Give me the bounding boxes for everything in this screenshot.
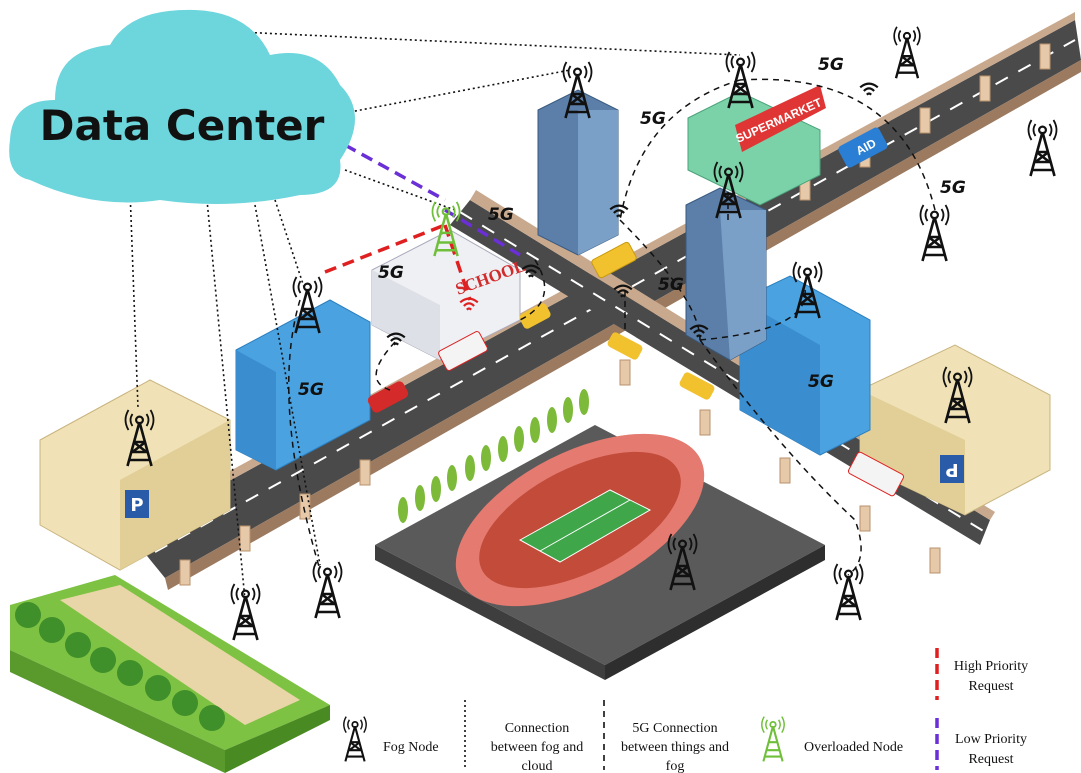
aid-van: AID [838,127,888,168]
ambulance-2 [847,451,905,497]
legend-fog-node-icon [342,715,368,763]
skyscraper-right [685,187,767,361]
parking-building-left: P [39,379,231,571]
legend-high-priority-line2: Request [968,679,1013,694]
legend-low-priority-line1: Low Priority [955,732,1027,747]
legend-overloaded-node-icon [760,715,786,763]
red-car [367,381,409,413]
legend-5g-line1: 5G Connection [632,721,717,736]
legend-fog-cloud-line2: between fog and [491,740,584,755]
bus [591,241,637,279]
park [10,575,330,773]
high-priority-requests [324,223,472,301]
svg-text:5G: 5G [808,372,834,392]
legend-fog-node-label: Fog Node [383,740,439,755]
parking-building-right: P [859,344,1051,516]
svg-text:5G: 5G [298,380,324,400]
vehicles: AID [367,127,905,497]
fog-node-icon [892,25,922,80]
5g-labels: 5G 5G 5G 5G 5G 5G 5G 5G [298,55,966,400]
svg-text:5G: 5G [378,263,404,283]
svg-text:5G: 5G [640,109,666,129]
skyscraper-center [537,89,619,256]
5g-connections [288,78,936,576]
legend-5g-line3: fog [666,759,685,773]
parking-sign-left: P [130,495,143,516]
svg-text:5G: 5G [488,205,514,225]
fog-node-icon [230,582,261,642]
legend-fog-cloud-line1: Connection [505,721,570,736]
taxi-2 [607,332,643,360]
legend-high-priority-line1: High Priority [954,659,1028,674]
fog-node-icon [1027,118,1058,178]
blue-building-left [235,299,371,471]
low-priority-requests [344,143,521,257]
data-center-label: Data Center [40,101,325,150]
legend-overloaded-label: Overloaded Node [804,740,903,755]
data-center-cloud: Data Center [9,9,356,205]
stadium [375,425,825,680]
ambulance-1 [438,331,488,371]
fog-node-icon [919,203,950,263]
stadium-trees [398,389,589,523]
legend-low-priority-line2: Request [968,752,1013,767]
svg-text:5G: 5G [940,178,966,198]
svg-text:5G: 5G [658,275,684,295]
taxi-1 [519,303,551,329]
legend-fog-cloud-line3: cloud [521,759,552,773]
fog-node-icon [833,562,864,622]
parking-sign-right: P [945,459,958,480]
legend: Fog Node Connection between fog and clou… [342,648,1028,773]
fog-node-icon [312,560,343,620]
legend-5g-line2: between things and [621,740,729,755]
fog-cloud-connections [129,29,741,601]
svg-text:5G: 5G [818,55,844,75]
school-building: SCHOOL [371,229,528,361]
taxi-3 [679,372,715,400]
